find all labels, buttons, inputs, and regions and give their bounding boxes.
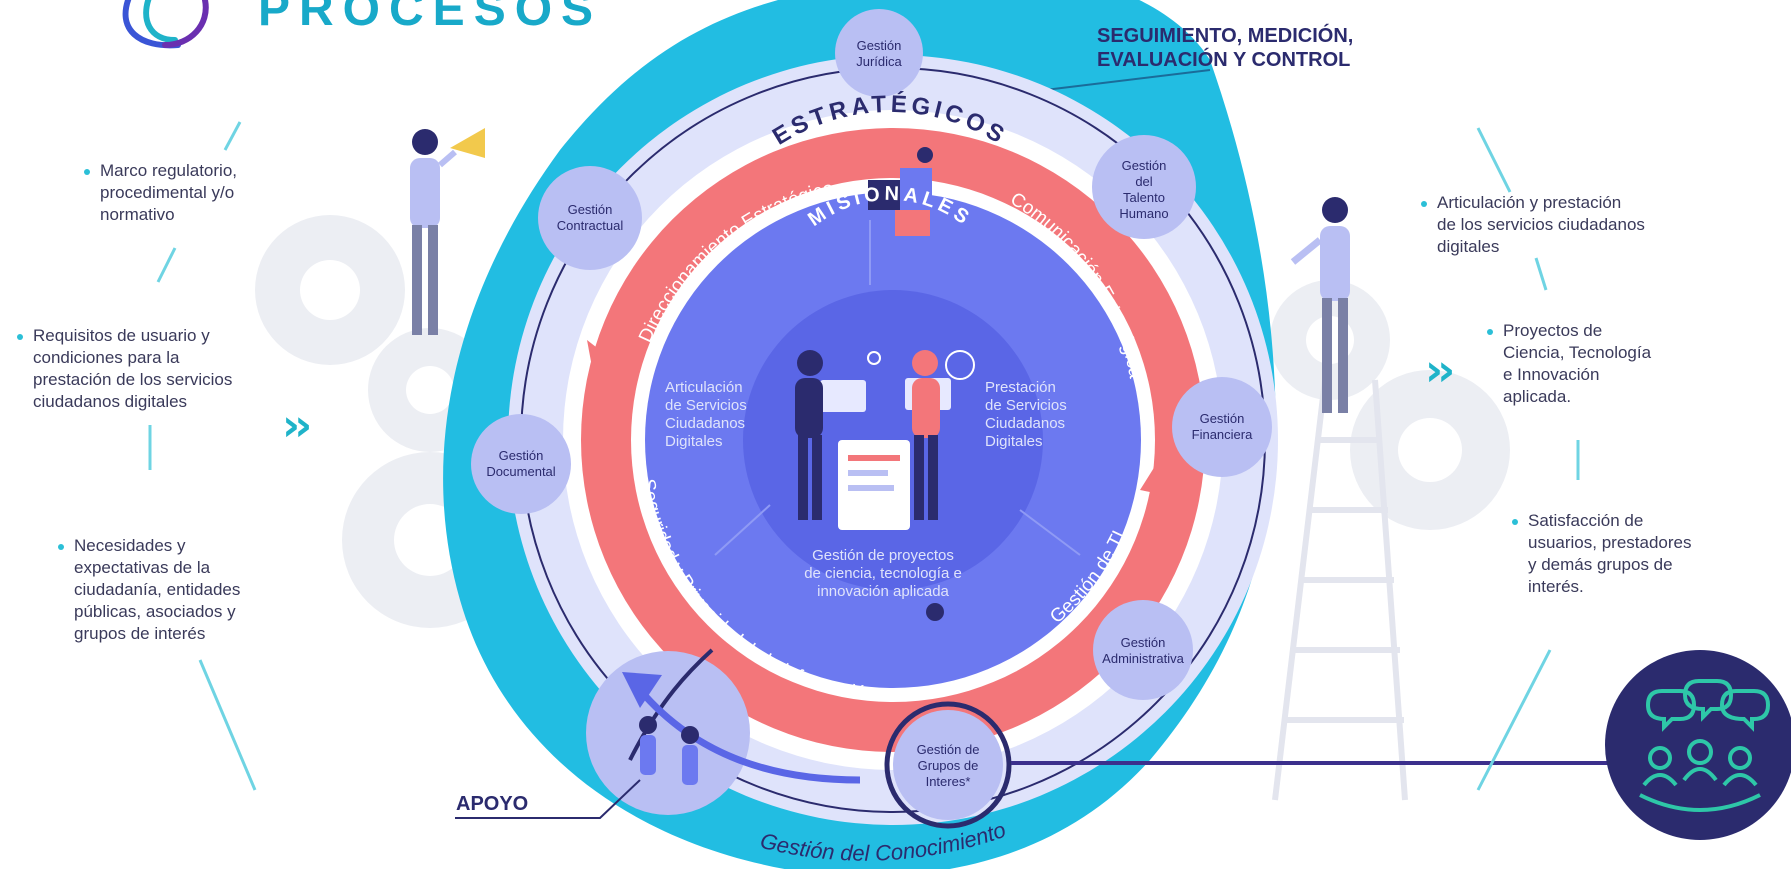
ladder bbox=[1272, 379, 1408, 801]
node-circles bbox=[471, 9, 1272, 820]
apoyo-heading: APOYO bbox=[456, 793, 529, 815]
team-collaboration-icon[interactable] bbox=[1605, 650, 1791, 840]
chevrons-right-icon: ›› bbox=[282, 400, 312, 451]
bullet-dot bbox=[1487, 329, 1493, 335]
left-flow-arcs bbox=[148, 121, 1580, 791]
bullet-dot bbox=[1421, 201, 1427, 207]
node-grupos[interactable] bbox=[893, 710, 1003, 820]
seguimiento-line-2: EVALUACIÓN Y CONTROL bbox=[1097, 49, 1351, 71]
seguimiento-heading: SEGUIMIENTO, MEDICIÓN, EVALUACIÓN Y CONT… bbox=[1097, 24, 1353, 72]
bullet-dot bbox=[84, 169, 90, 175]
bullet-dot bbox=[1512, 519, 1518, 525]
node-contractual[interactable] bbox=[538, 166, 642, 270]
bullet-dot bbox=[58, 544, 64, 550]
swirl-logo-icon bbox=[122, 0, 209, 49]
seguimiento-line-1: SEGUIMIENTO, MEDICIÓN, bbox=[1097, 25, 1354, 47]
desk-illustration bbox=[910, 603, 962, 674]
megaphone-person-illustration bbox=[410, 128, 485, 335]
bullet-dot bbox=[17, 334, 23, 340]
node-administrativa[interactable] bbox=[1093, 600, 1193, 700]
apoyo-illustration bbox=[586, 651, 750, 815]
node-talento[interactable] bbox=[1092, 135, 1196, 239]
node-juridica[interactable] bbox=[835, 9, 923, 97]
logo-wordmark: PROCESOS bbox=[258, 0, 603, 36]
chevrons-right-icon: ›› bbox=[1425, 345, 1455, 396]
cubes-illustration bbox=[868, 147, 933, 236]
highlight-ring bbox=[884, 701, 1012, 829]
node-documental[interactable] bbox=[471, 414, 571, 514]
node-financiera[interactable] bbox=[1172, 377, 1272, 477]
people-illustration bbox=[795, 350, 975, 530]
standing-person-illustration bbox=[1290, 197, 1350, 413]
